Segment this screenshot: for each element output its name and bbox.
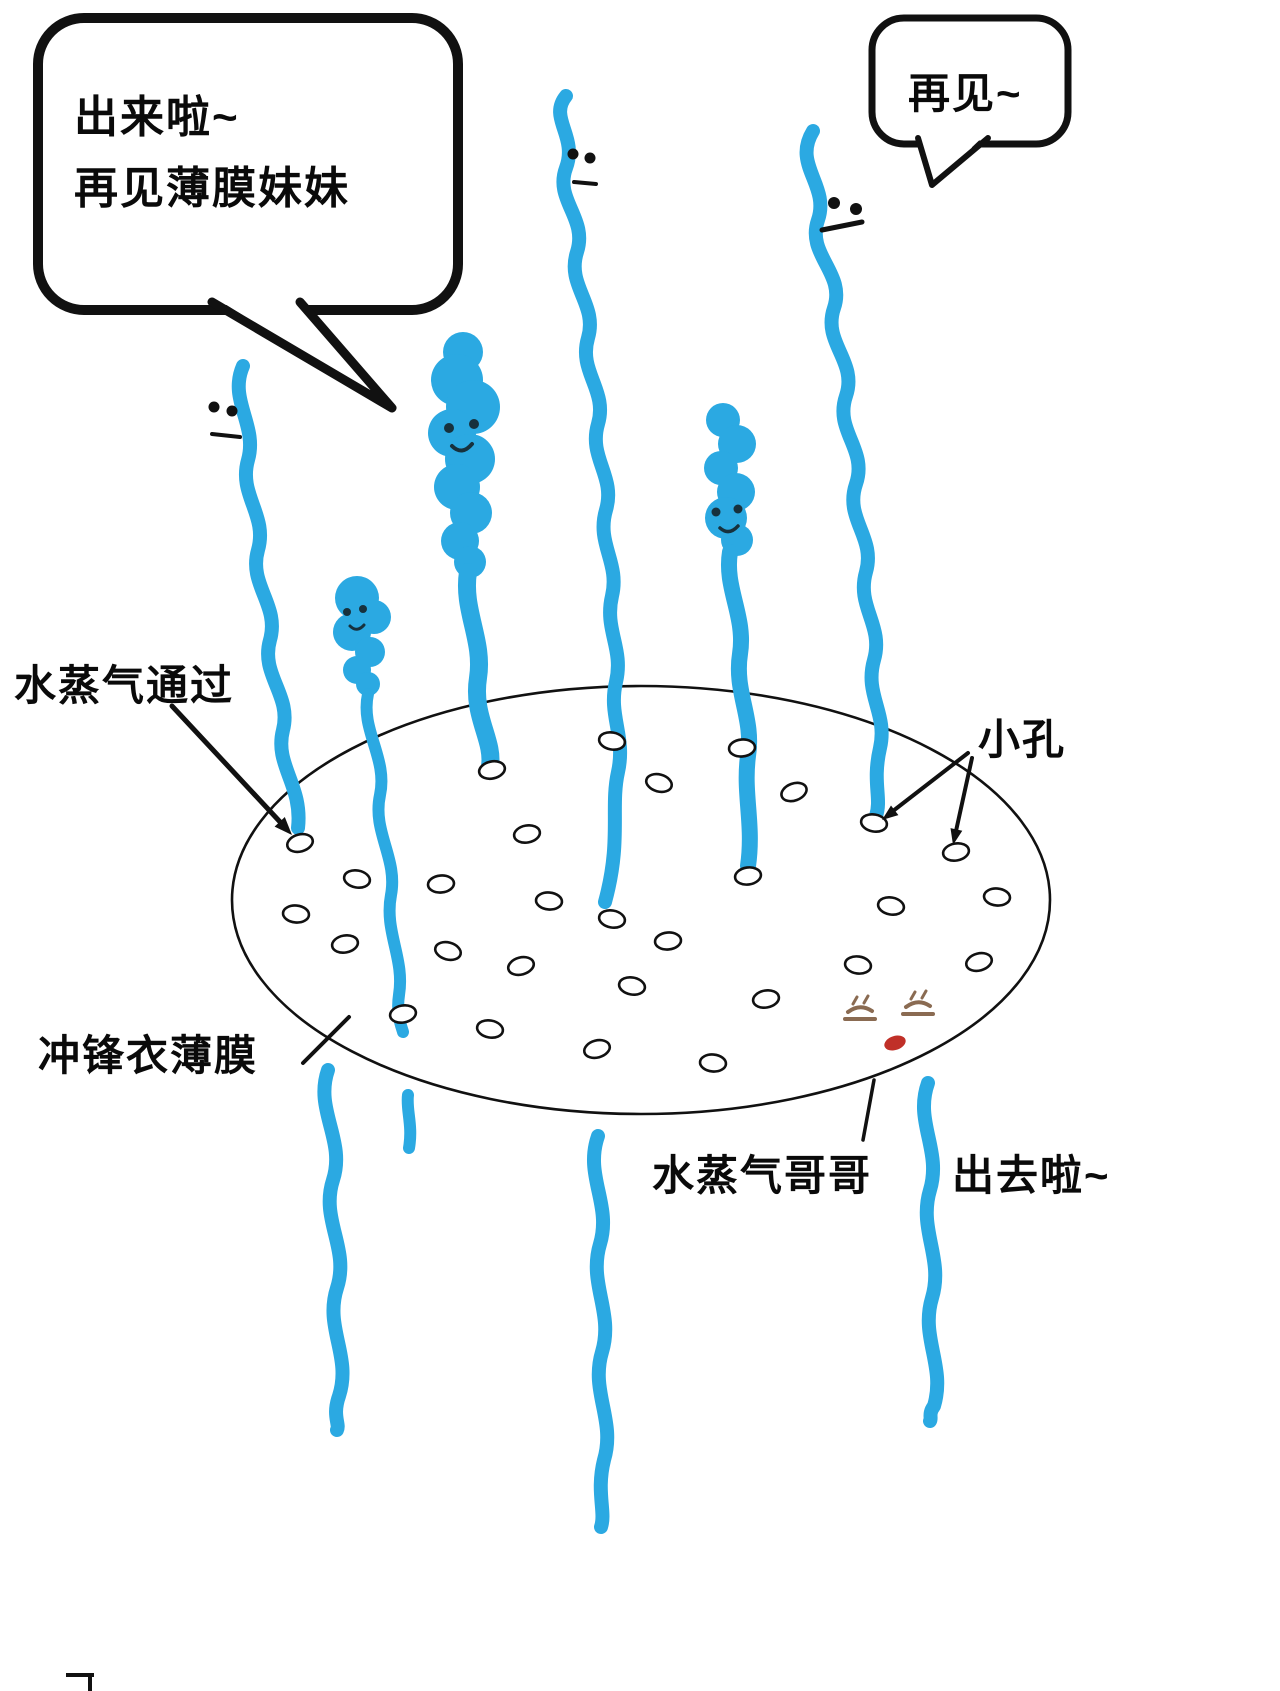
vapor-face-right-icon [819,197,865,233]
speech-bubble-left-line1: 出来啦~ [74,93,240,142]
vapor-cloud-mid-icon [704,403,756,556]
vapor-brother-label-line [861,1078,876,1142]
vapor-squiggle-left-icon [231,359,306,835]
membrane-hole [597,909,627,929]
membrane-hole [281,904,311,924]
membrane-hole [876,896,906,916]
membrane-hole [330,934,360,954]
label-vapor-brother: 水蒸气哥哥 [652,1152,873,1199]
vapor-face-center-icon [567,148,598,186]
vapor-column-big-icon [458,563,500,775]
membrane-ellipse [230,684,1052,1116]
vapor-streams [208,89,945,1534]
vapor-brother-face-icon [843,989,935,1051]
membrane-hole [342,869,372,889]
membrane-hole [426,874,456,894]
cropped-glyph-artifact [66,1673,94,1691]
small-holes-arrow-icon [882,751,974,845]
membrane-hole [843,955,873,975]
membrane-hole [512,824,542,844]
membrane-hole [698,1053,728,1073]
label-going-out: 出去啦~ [952,1152,1111,1199]
membrane-hole [582,1038,612,1060]
membrane-label-line [301,1015,351,1065]
membrane-hole [534,891,564,911]
vapor-squiggle-bottom-left-icon [317,1063,350,1437]
vapor-squiggle-bottom-right-icon [917,1076,945,1428]
membrane-hole [653,931,683,951]
label-small-holes: 小孔 [978,716,1067,763]
label-vapor-pass: 水蒸气通过 [14,662,235,709]
membrane-hole [506,955,536,977]
membrane-hole [285,832,315,854]
vapor-squiggle-center-icon [553,89,628,909]
vapor-cloud-big-icon [428,332,500,578]
speech-bubble-left [33,13,463,413]
membrane-hole [941,842,971,862]
annotation-arrows [169,703,974,1142]
membrane-hole [477,759,507,781]
vapor-pass-arrow-icon [169,703,292,835]
membrane-hole [964,951,994,973]
speech-bubble-right-text: 再见~ [908,70,1023,117]
membrane-hole [597,731,627,751]
vapor-face-left-icon [208,401,242,439]
label-membrane: 冲锋衣薄膜 [38,1032,259,1079]
membrane-hole [780,781,808,803]
speech-bubble-left-text: 出来啦~ 再见薄膜妹妹 [74,82,350,225]
membrane-hole [617,976,647,996]
membrane-hole [388,1004,418,1024]
vapor-squiggle-bottom-center-icon [587,1129,615,1534]
membrane-hole [727,738,757,758]
speech-bubble-right [868,14,1072,188]
membrane-hole [433,940,463,962]
vapor-squiggle-right-icon [799,124,889,823]
vapor-tail-small-cloud-icon [360,688,409,1038]
membrane-hole [859,813,889,833]
membrane-hole [982,887,1012,907]
membrane-hole [644,772,674,794]
membrane-holes [281,731,1012,1073]
vapor-stub-below-icon [401,1089,417,1154]
vapor-column-mid-icon [721,544,758,874]
membrane-hole [751,989,781,1009]
membrane-hole [475,1019,505,1039]
vapor-cloud-small-icon [333,576,391,696]
speech-bubble-left-line2: 再见薄膜妹妹 [74,164,350,214]
membrane-hole [733,866,763,886]
